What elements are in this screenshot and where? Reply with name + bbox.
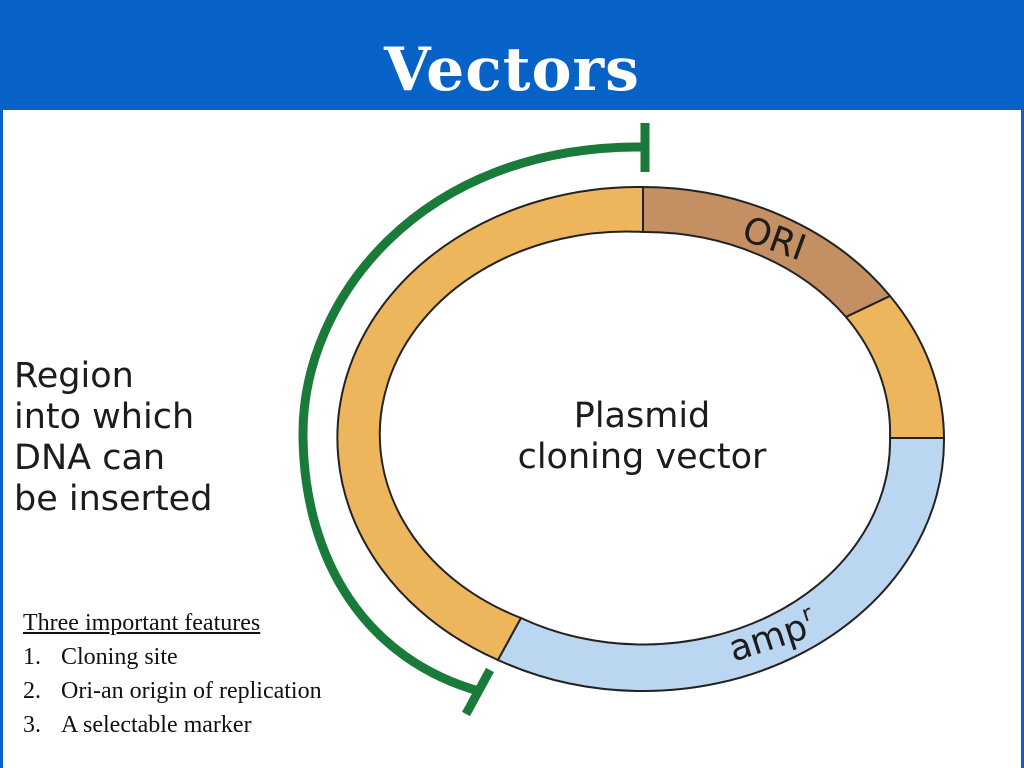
right-insert-segment xyxy=(844,294,946,439)
region-label-line: Region xyxy=(14,356,134,396)
ori-label: ORI xyxy=(737,209,811,269)
features-list: Three important features 1. Cloning site… xyxy=(23,606,322,742)
slide-title: Vectors xyxy=(384,35,640,105)
region-label-line: be inserted xyxy=(14,479,213,519)
features-items: 1. Cloning site 2. Ori-an origin of repl… xyxy=(23,640,322,742)
list-item-number: 2. xyxy=(23,678,41,704)
left-border xyxy=(0,110,3,768)
list-item: 1. Cloning site xyxy=(23,640,322,674)
title-bar xyxy=(0,0,1024,110)
list-item: 2. Ori-an origin of replication xyxy=(23,674,322,708)
list-item: 3. A selectable marker xyxy=(23,708,322,742)
center-label-line2: cloning vector xyxy=(518,437,767,477)
insert-region-bracket-arc xyxy=(298,142,644,697)
list-item-text: A selectable marker xyxy=(61,712,252,738)
list-item-number: 3. xyxy=(23,712,41,738)
list-item-number: 1. xyxy=(23,644,41,670)
region-label-line: DNA can xyxy=(14,438,166,478)
right-border xyxy=(1021,110,1024,768)
amp-segment xyxy=(496,437,946,693)
list-item-text: Ori-an origin of replication xyxy=(61,678,322,704)
region-label-line: into which xyxy=(14,397,195,437)
list-item-text: Cloning site xyxy=(61,644,178,670)
bracket-end-bottom xyxy=(462,667,494,717)
features-heading: Three important features xyxy=(23,610,261,636)
center-label-line1: Plasmid xyxy=(574,396,711,436)
region-label: Region into which DNA can be inserted xyxy=(14,356,212,520)
